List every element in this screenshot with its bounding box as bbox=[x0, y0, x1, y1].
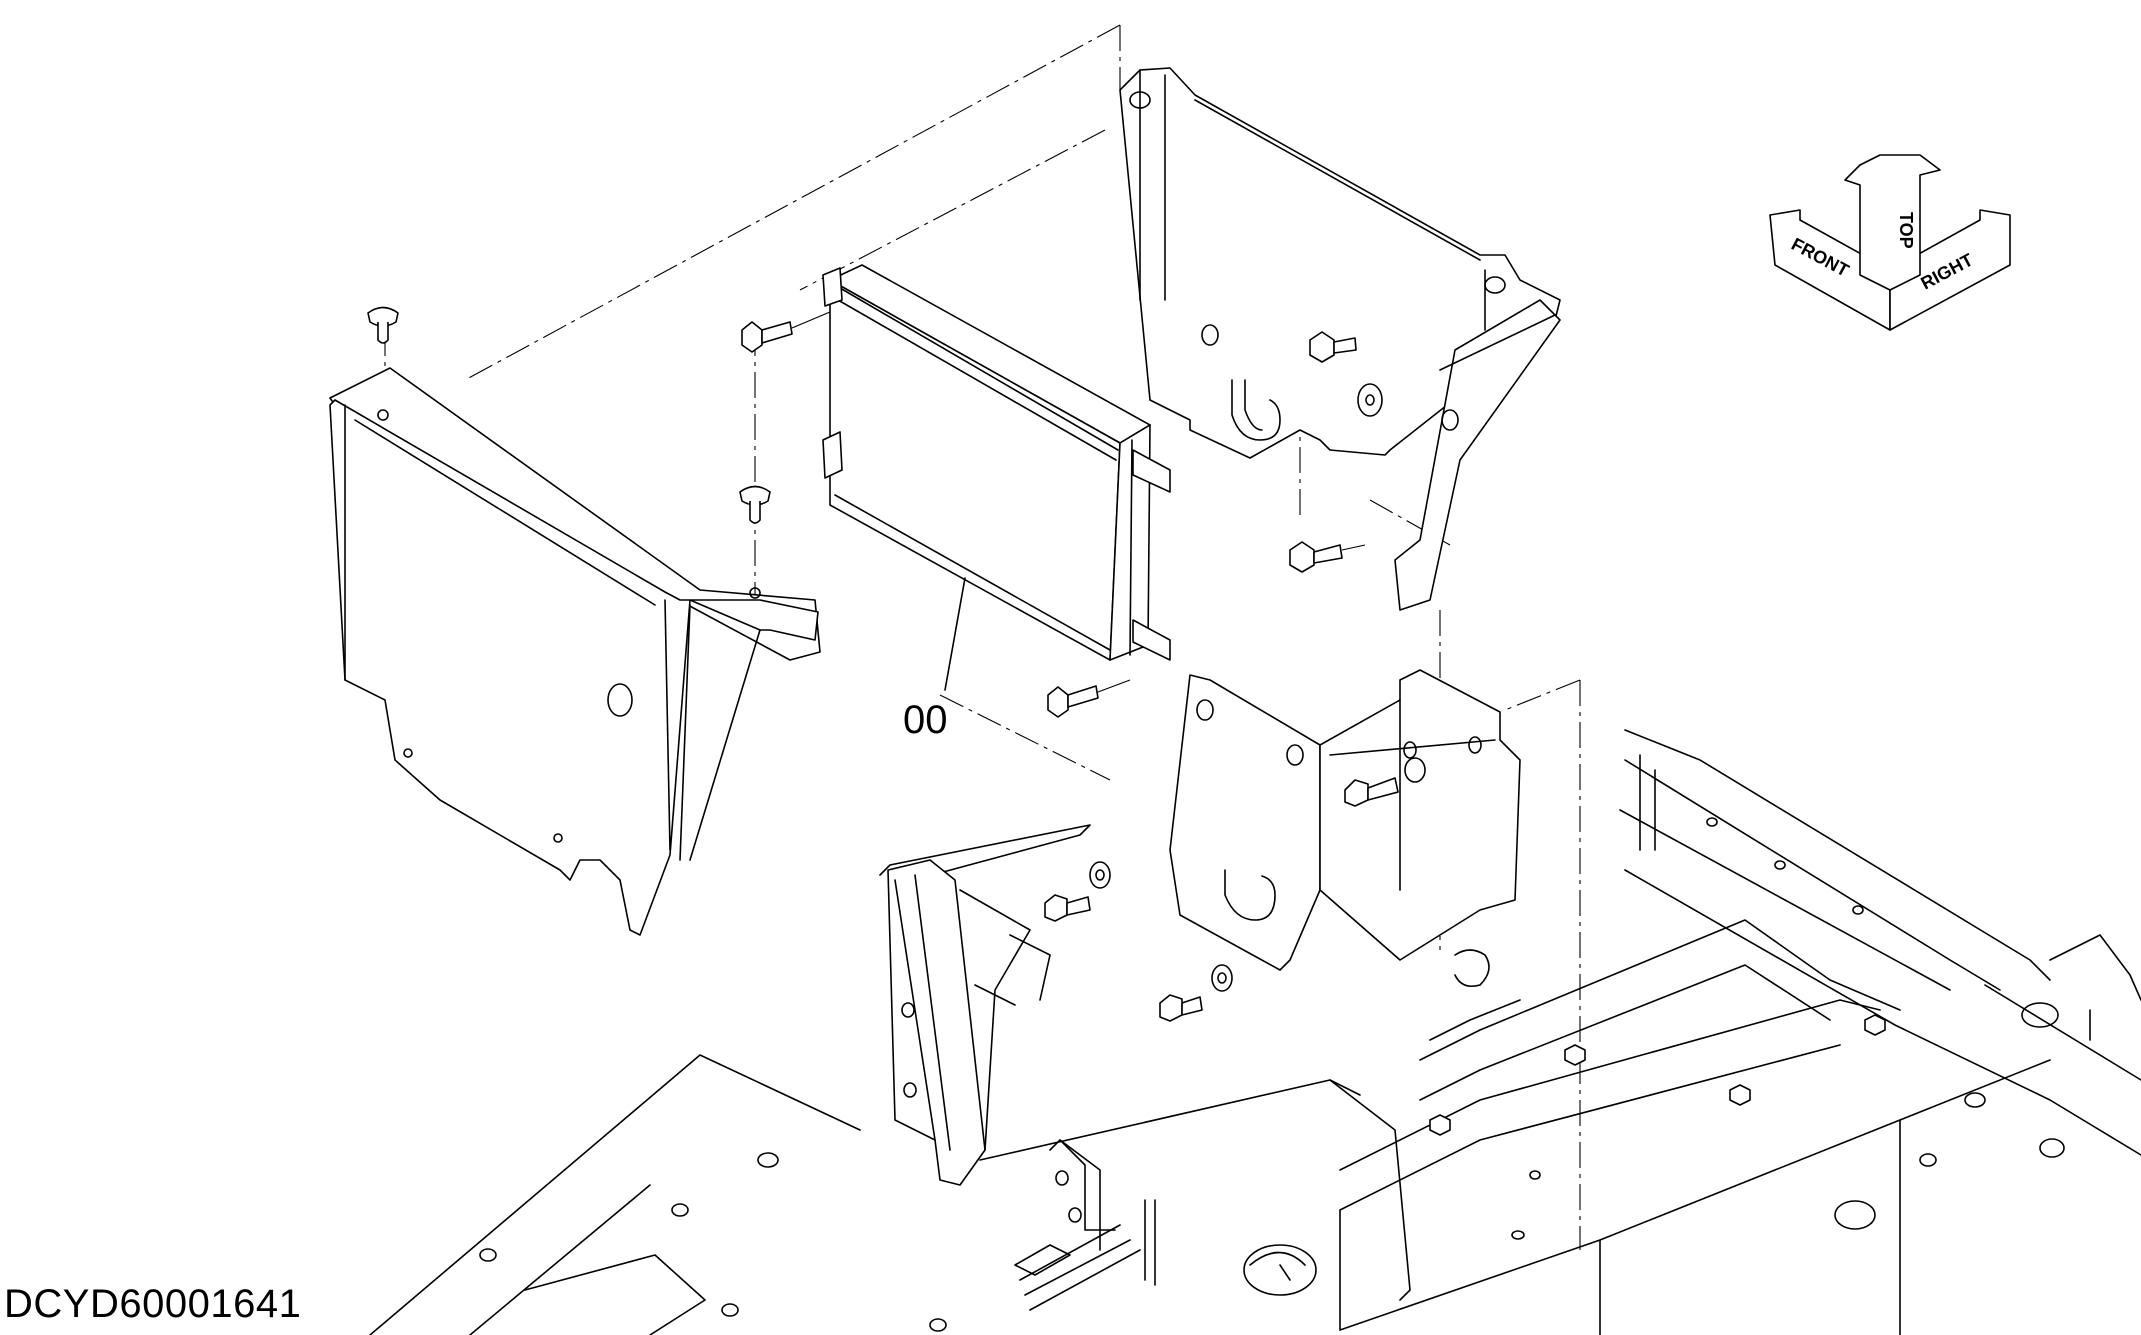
controller-unit bbox=[822, 264, 1171, 691]
controller-bolts bbox=[741, 311, 1131, 718]
cover-screws bbox=[367, 306, 771, 524]
drawing-number: DCYD60001641 bbox=[4, 1282, 302, 1326]
bracket-bolts bbox=[1289, 331, 1383, 573]
part-callout-label: 00 bbox=[903, 698, 948, 742]
upper-mounting-bracket bbox=[1119, 67, 1561, 611]
side-mounting-plate bbox=[1169, 669, 1521, 971]
lower-bolts bbox=[1044, 861, 1490, 1022]
lower-machine-frame bbox=[369, 824, 1411, 1335]
chassis-rails bbox=[1339, 729, 2141, 1335]
orientation-top-label: TOP bbox=[1896, 212, 1916, 249]
orientation-indicator: FRONT TOP RIGHT bbox=[1769, 154, 2011, 331]
left-cover-panel bbox=[329, 367, 821, 936]
